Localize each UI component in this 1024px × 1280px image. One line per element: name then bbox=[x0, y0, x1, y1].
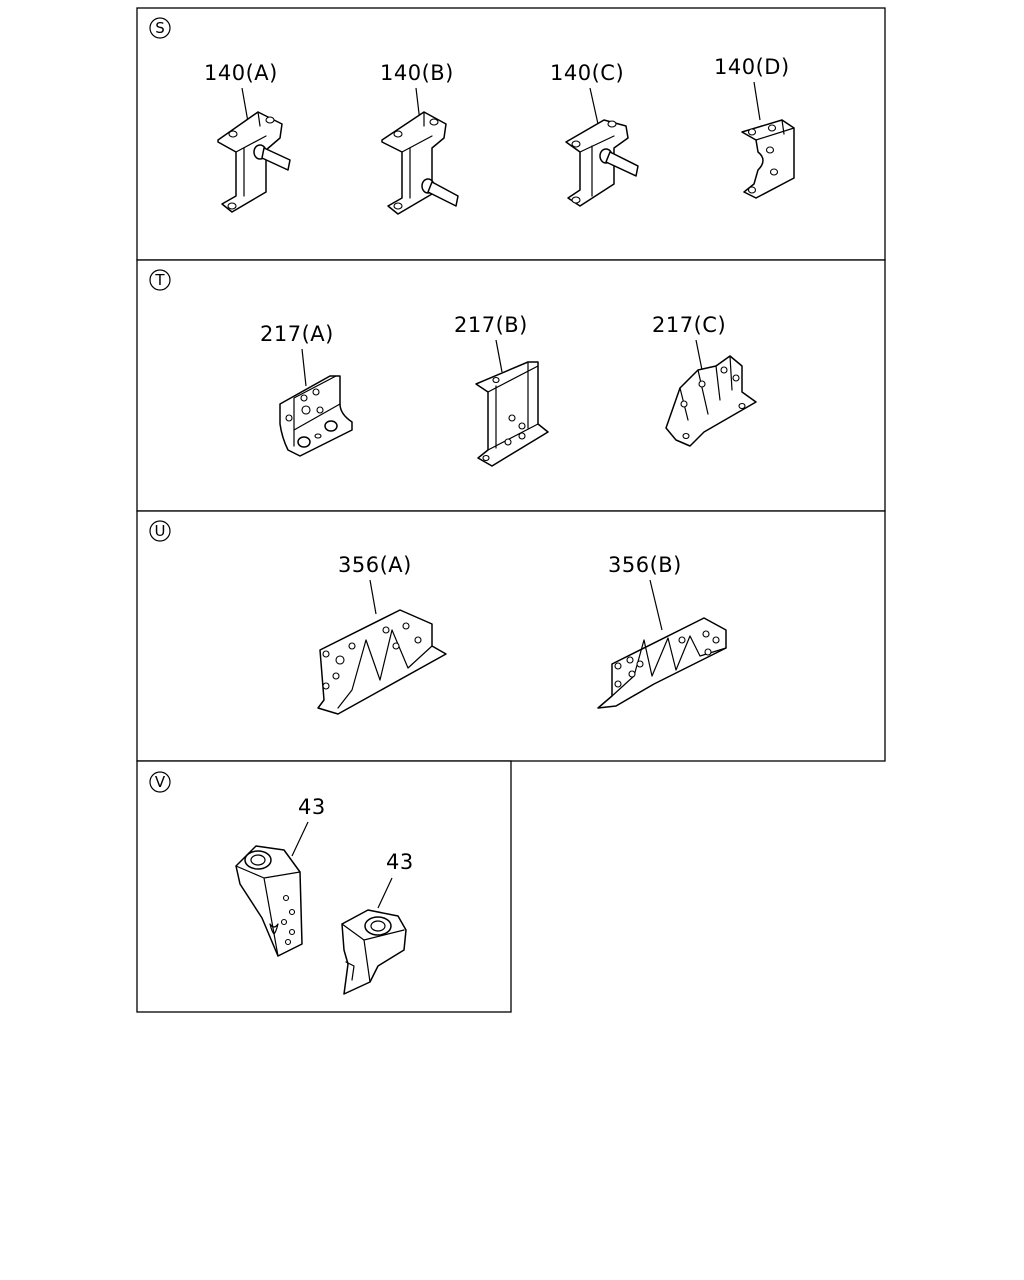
bracket-217b bbox=[475, 361, 549, 467]
bracket-140a bbox=[217, 111, 291, 213]
section-t-panel: T 217(A) 217(B) bbox=[136, 259, 886, 512]
bracket-217a bbox=[279, 375, 353, 457]
part-label-356b: 356(B) bbox=[608, 553, 682, 577]
part-label-140a: 140(A) bbox=[204, 61, 278, 85]
section-u-marker: U bbox=[155, 522, 166, 540]
section-u-panel: U 356(A) 356(B) bbox=[136, 510, 886, 762]
bracket-43-upper bbox=[235, 845, 303, 957]
part-label-43-lower: 43 bbox=[386, 850, 414, 874]
section-s-panel: S 140(A) 140(B) 140(C) bbox=[136, 7, 886, 261]
part-label-356a: 356(A) bbox=[338, 553, 412, 577]
part-label-217a: 217(A) bbox=[260, 322, 334, 346]
bracket-356b bbox=[597, 617, 727, 709]
part-label-140b: 140(B) bbox=[380, 61, 454, 85]
bracket-217c bbox=[665, 355, 757, 447]
section-t-marker: T bbox=[154, 271, 165, 289]
bracket-140d bbox=[741, 119, 795, 199]
bracket-43-lower bbox=[341, 909, 407, 995]
part-label-43-upper: 43 bbox=[298, 795, 326, 819]
section-s-marker: S bbox=[155, 19, 165, 37]
part-label-217c: 217(C) bbox=[652, 313, 726, 337]
part-label-140c: 140(C) bbox=[550, 61, 624, 85]
bracket-356a bbox=[317, 609, 447, 715]
bracket-140c bbox=[565, 119, 639, 207]
part-label-217b: 217(B) bbox=[454, 313, 528, 337]
bracket-140b bbox=[381, 111, 459, 215]
section-v-panel: V 43 43 bbox=[136, 760, 512, 1013]
part-label-140d: 140(D) bbox=[714, 55, 790, 79]
section-v-marker: V bbox=[155, 773, 166, 791]
